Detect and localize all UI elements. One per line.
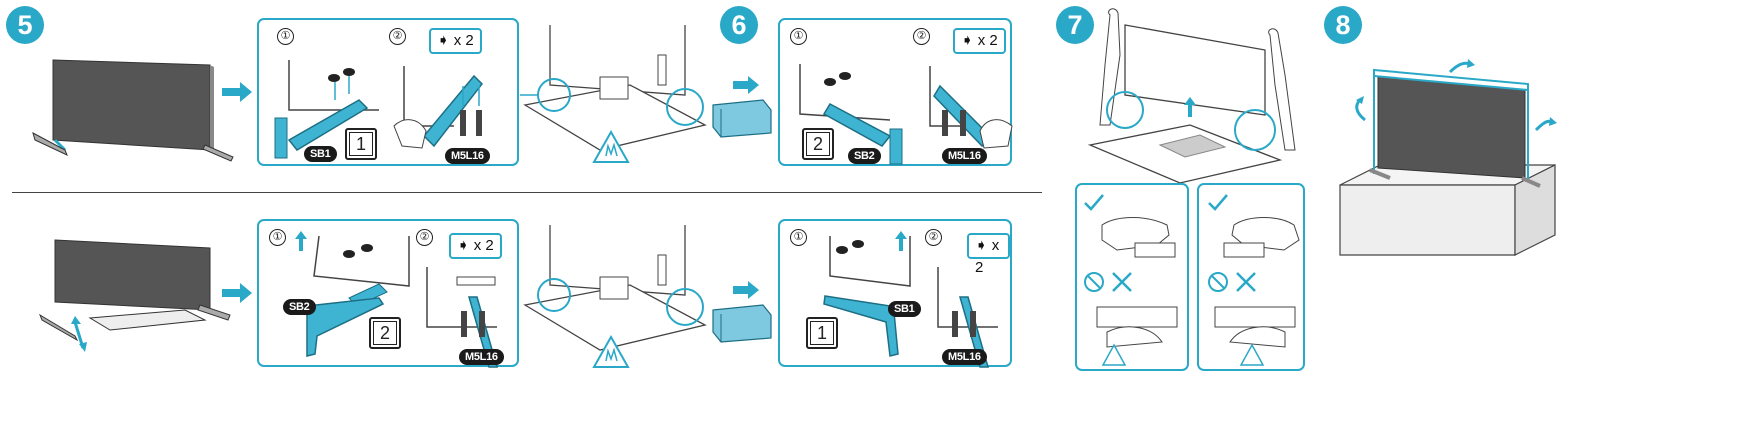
substep-1-label: ① bbox=[277, 28, 294, 45]
step-6-number: 6 bbox=[720, 6, 758, 44]
row-divider bbox=[12, 192, 1042, 193]
substep-1-label: ① bbox=[790, 229, 807, 246]
part-number-box: 2 bbox=[802, 128, 834, 160]
tv-base-rear-drawing-bottom bbox=[523, 225, 707, 351]
caution-hand-icon bbox=[592, 334, 630, 368]
m5l16-badge: M5L16 bbox=[942, 148, 987, 164]
step-6-detail-panel-bottom: ① ② ➧ x 2 SB1 1 M5L16 bbox=[778, 219, 1012, 368]
cross-icon bbox=[1236, 272, 1256, 292]
check-icon bbox=[1084, 194, 1104, 211]
step-8-number: 8 bbox=[1324, 6, 1362, 44]
sb2-badge: SB2 bbox=[848, 148, 881, 164]
part-number-box: 2 bbox=[369, 317, 401, 349]
arrow-up-icon bbox=[295, 231, 307, 251]
substep-2-label: ② bbox=[389, 28, 406, 45]
screw-arrow-icon: ➧ bbox=[961, 32, 974, 49]
screw-count-box: ➧ x 2 bbox=[429, 28, 482, 54]
hand-grip-correct-drawing bbox=[1101, 217, 1176, 258]
substep-1-label: ① bbox=[269, 229, 286, 246]
step-7-number: 7 bbox=[1056, 6, 1094, 44]
check-icon bbox=[1208, 194, 1228, 211]
hand-grip-incorrect-drawing bbox=[1214, 306, 1296, 348]
sb1-badge: SB1 bbox=[888, 301, 921, 317]
screw-count-label: x 2 bbox=[975, 237, 1000, 276]
m5l16-badge: M5L16 bbox=[459, 349, 504, 365]
part-number-box: 1 bbox=[345, 128, 377, 160]
arrow-right-icon bbox=[733, 76, 759, 94]
step-5-number: 5 bbox=[6, 6, 44, 44]
sb2-badge: SB2 bbox=[283, 299, 316, 315]
screw-arrow-icon: ➧ bbox=[437, 32, 450, 49]
part-number-label: 1 bbox=[810, 321, 834, 345]
part-number-label: 2 bbox=[373, 321, 397, 345]
screw-count-box: ➧ x 2 bbox=[967, 233, 1010, 276]
tv-stand-illustration-top bbox=[32, 59, 234, 162]
hand-grip-correct-drawing bbox=[1223, 217, 1300, 258]
arrow-right-icon bbox=[222, 283, 252, 303]
tv-on-furniture-drawing bbox=[1339, 59, 1557, 256]
part-number-label: 1 bbox=[349, 132, 373, 156]
screw-count-label: x 2 bbox=[453, 32, 474, 49]
caution-hand-icon bbox=[592, 129, 630, 163]
step-7-correct-incorrect-panel-left bbox=[1075, 183, 1189, 371]
arrow-right-icon bbox=[733, 281, 759, 299]
caution-hand-icon bbox=[1101, 343, 1127, 366]
prohibited-icon bbox=[1084, 272, 1104, 292]
screw-count-box: ➧ x 2 bbox=[953, 28, 1006, 54]
caution-hand-icon bbox=[1239, 343, 1265, 366]
substep-2-label: ② bbox=[913, 28, 930, 45]
substep-2-label: ② bbox=[416, 229, 433, 246]
screw-arrow-icon: ➧ bbox=[975, 237, 988, 254]
m5l16-badge: M5L16 bbox=[445, 148, 490, 164]
bracket-attach-drawing bbox=[274, 60, 379, 159]
part-number-box: 1 bbox=[806, 317, 838, 349]
cross-icon bbox=[1112, 272, 1132, 292]
step-5-detail-panel-bottom: ① ② ➧ x 2 SB2 2 M5L16 bbox=[257, 219, 519, 368]
substep-1-label: ① bbox=[790, 28, 807, 45]
step-5-detail-panel-top: ① ② ➧ x 2 SB1 1 M5L16 bbox=[257, 18, 519, 166]
bracket-screw-drawing bbox=[393, 66, 483, 149]
arrow-up-icon bbox=[895, 231, 907, 251]
tv-base-rear-drawing-top bbox=[520, 25, 707, 151]
two-people-lifting-tv-drawing bbox=[1087, 8, 1296, 184]
prohibited-icon bbox=[1208, 272, 1228, 292]
m5l16-badge: M5L16 bbox=[942, 349, 987, 365]
screw-count-box: ➧ x 2 bbox=[449, 233, 502, 259]
step-7-correct-incorrect-panel-right bbox=[1197, 183, 1305, 371]
cushion-block-drawing bbox=[712, 304, 772, 343]
bracket-remove-drawing bbox=[306, 235, 410, 357]
screw-count-label: x 2 bbox=[977, 32, 998, 49]
bracket-screw-drawing bbox=[929, 66, 1013, 149]
screw-arrow-icon: ➧ bbox=[457, 237, 470, 254]
hand-grip-incorrect-drawing bbox=[1096, 306, 1178, 348]
substep-2-label: ② bbox=[925, 229, 942, 246]
cushion-block-drawing bbox=[712, 99, 772, 138]
bracket-attach-drawing bbox=[799, 64, 903, 165]
part-number-label: 2 bbox=[806, 132, 830, 156]
arrow-right-icon bbox=[222, 82, 252, 102]
sb1-badge: SB1 bbox=[304, 146, 337, 162]
tv-soundbar-illustration-bottom bbox=[38, 239, 231, 352]
step-6-detail-panel-top: ① ② ➧ x 2 2 SB2 M5L16 bbox=[778, 18, 1013, 166]
screw-count-label: x 2 bbox=[473, 237, 494, 254]
